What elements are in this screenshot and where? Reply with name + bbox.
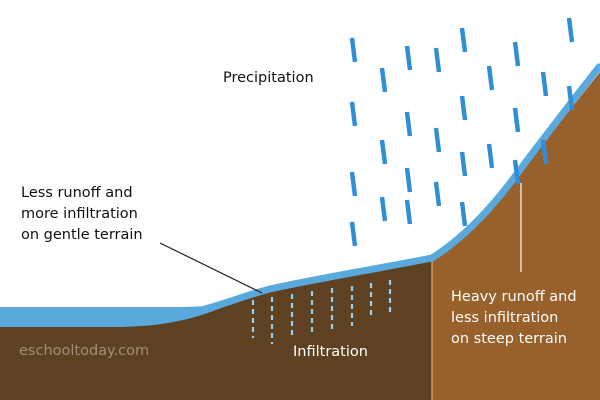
rain-streak	[349, 171, 358, 197]
rain-streak	[433, 47, 442, 73]
watermark-label: eschooltoday.com	[19, 343, 150, 359]
rain-streak	[486, 65, 495, 91]
rain-streak	[379, 139, 388, 165]
infiltration-label: Infiltration	[293, 344, 368, 360]
infiltration-drops-group	[251, 280, 392, 344]
rain-streak	[379, 196, 388, 222]
rain-streak	[540, 71, 549, 97]
gentle-terrain-label: Less runoff and more infiltration on gen…	[21, 185, 143, 243]
rain-streak	[404, 199, 413, 225]
rain-streak	[512, 107, 521, 133]
rain-streak	[433, 181, 442, 207]
rain-streak	[379, 67, 388, 93]
rain-streak	[540, 139, 549, 165]
rain-streak	[404, 111, 413, 137]
runoff-water-layer	[201, 63, 600, 313]
rain-streak	[433, 127, 442, 153]
rain-streak	[566, 85, 575, 111]
rain-group	[349, 17, 575, 247]
rain-streak	[459, 201, 468, 227]
rain-streak	[459, 151, 468, 177]
ponded-water	[0, 300, 240, 327]
rain-streak	[349, 221, 358, 247]
rain-streak	[512, 159, 521, 185]
steep-terrain-label: Heavy runoff and less infiltration on st…	[451, 289, 577, 347]
rain-streak	[512, 41, 521, 67]
rain-streak	[404, 45, 413, 71]
rain-streak	[404, 167, 413, 193]
rain-streak	[566, 17, 575, 43]
steep-terrain-soil	[432, 72, 600, 400]
rain-streak	[459, 95, 468, 121]
rain-streak	[349, 37, 358, 63]
gentle-terrain-leader-line	[159, 242, 263, 294]
gentle-terrain-soil	[0, 259, 432, 400]
precipitation-label: Precipitation	[223, 70, 314, 86]
rain-streak	[486, 143, 495, 169]
rain-streak	[459, 27, 468, 53]
rain-streak	[349, 101, 358, 127]
